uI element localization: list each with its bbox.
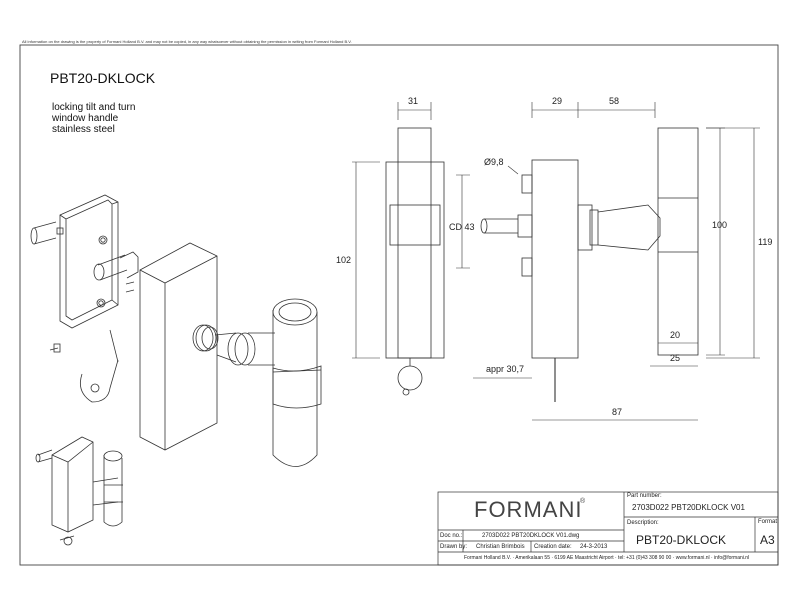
drawn-by-value: Christian Brimbois (476, 544, 525, 550)
dim-overall-height: 119 (758, 237, 773, 247)
drawn-by-label: Drawn by: (440, 544, 468, 550)
drawing-title: PBT20-DKLOCK (50, 70, 156, 86)
format-value: A3 (760, 533, 775, 547)
side-view (473, 102, 760, 421)
formani-logo: FORMANI (474, 497, 583, 522)
description-line: window handle (52, 113, 119, 124)
dim-center-distance: CD 43 (449, 222, 475, 232)
format-label: Format: (758, 519, 779, 525)
title-block-frame (437, 491, 779, 566)
front-view (352, 102, 470, 396)
dim-front-height: 102 (336, 255, 352, 265)
dim-spindle-dia: Ø9,8 (484, 157, 504, 167)
company-footer: Formani Holland B.V. · Amerikalaan 55 · … (464, 555, 750, 561)
exploded-view (30, 194, 322, 546)
dim-grip-25: 25 (670, 353, 681, 363)
part-number-value: 2703D022 PBT20DKLOCK V01 (632, 503, 745, 512)
dim-grip-20: 20 (670, 330, 681, 340)
sheet-frame (19, 44, 779, 566)
description-label: Description: (627, 520, 659, 526)
dim-side-top-left: 29 (552, 96, 563, 106)
part-number-label: Part number: (627, 493, 662, 499)
registered-mark-icon: ® (580, 498, 586, 505)
doc-no-value: 2703D022 PBT20DKLOCK V01.dwg (482, 533, 580, 539)
doc-no-label: Doc no.: (440, 533, 463, 539)
description-line: locking tilt and turn (52, 102, 136, 113)
description-line: stainless steel (52, 124, 115, 135)
description-value: PBT20-DKLOCK (636, 533, 727, 547)
dim-side-top-right: 58 (609, 96, 620, 106)
dim-overall-depth: 87 (612, 407, 623, 417)
product-description: locking tilt and turn window handle stai… (52, 102, 135, 135)
creation-date-value: 24-3-2013 (580, 544, 608, 550)
disclaimer-text: All information on the drawing is the pr… (22, 39, 352, 44)
dim-front-width: 31 (408, 96, 419, 106)
dim-key-approx: appr 30,7 (486, 364, 525, 374)
dim-handle-height: 100 (712, 220, 728, 230)
creation-date-label: Creation date: (534, 544, 572, 550)
